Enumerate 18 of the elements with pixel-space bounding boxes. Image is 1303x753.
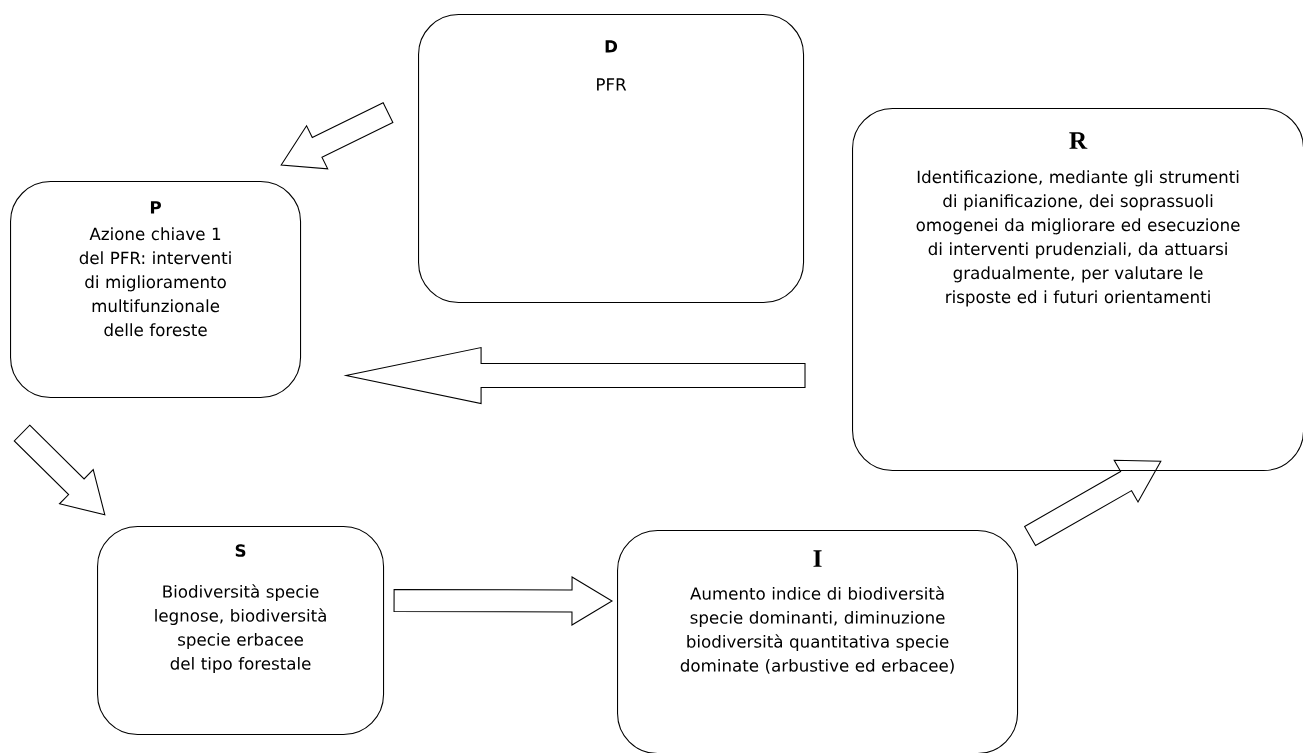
box-text: Aumento indice di biodiversità specie dominanti, diminuzione biodiversità quantitativa specie dominate (arbustive ed erbacee): [680, 586, 954, 674]
block-arrow: [13, 424, 106, 516]
box-text: Azione chiave 1 del PFR: interventi di miglioramento multifunzionale delle foreste: [79, 227, 231, 337]
rounded-box: [852, 108, 1303, 472]
box-heading: S: [235, 544, 246, 557]
box-text: Identificazione, mediante gli strumenti di pianificazione, dei soprassuoli omogenei da migliorare ed esecuzione di interventi prudenziali, da attuarsi gradualmente, per valutare le risposte ed i futuri orientamenti: [916, 170, 1240, 307]
block-arrow: [343, 346, 806, 405]
rounded-box: [418, 14, 805, 304]
box-heading: D: [605, 40, 618, 53]
box-heading: I: [813, 550, 822, 567]
box-text: Biodiversità specie legnose, biodiversità specie erbacee del tipo forestale: [155, 584, 326, 674]
rounded-box: [617, 530, 1019, 753]
box-heading: R: [1069, 132, 1088, 149]
rounded-box: [97, 526, 385, 736]
rounded-box: [10, 181, 302, 399]
box-text: PFR: [597, 78, 627, 91]
box-heading: P: [150, 201, 161, 214]
block-arrow: [393, 576, 614, 626]
